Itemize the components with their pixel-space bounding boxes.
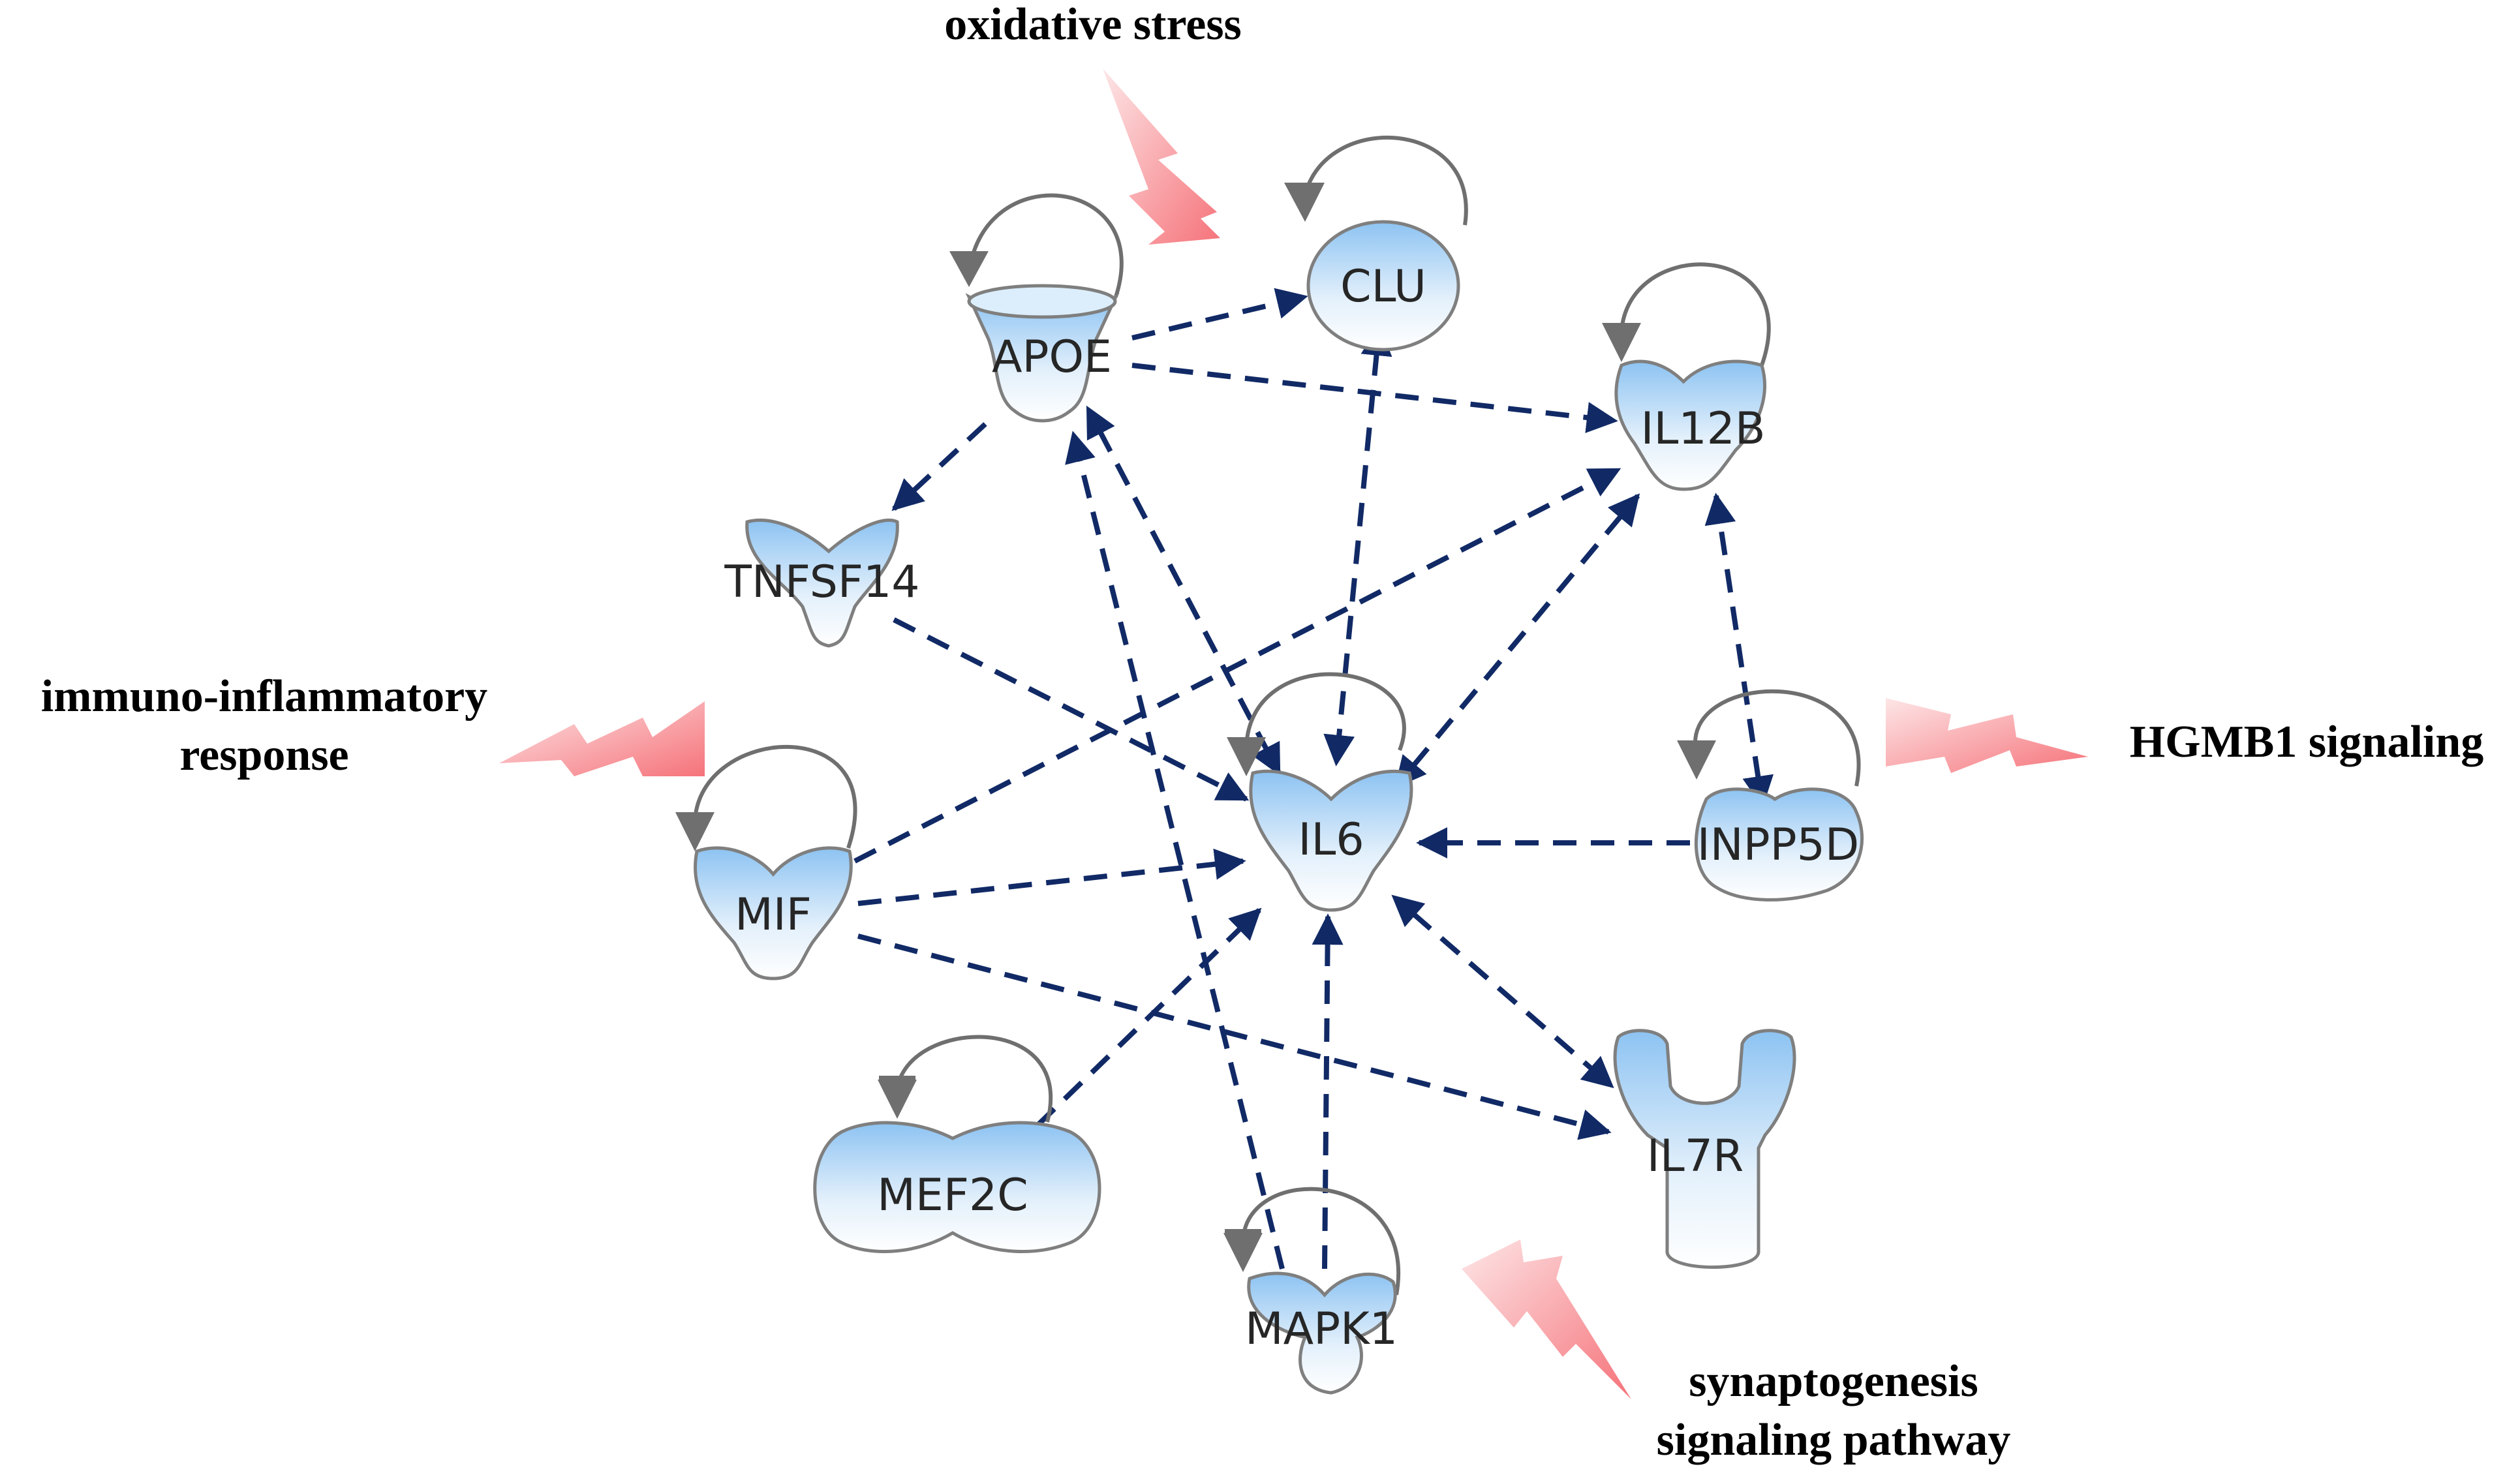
- edge-mapk1-il6: [1312, 913, 1344, 1269]
- self-loop-mef2c: [878, 1035, 1053, 1123]
- annotation-immuno-inflammatory-line2: response: [179, 730, 348, 780]
- node-tnfsf14[interactable]: TNFSF14: [724, 518, 920, 648]
- node-apoe[interactable]: APOE: [965, 284, 1120, 423]
- lightning-icon-oxidative-stress: [1103, 68, 1220, 245]
- node-label-apoe: APOE: [992, 331, 1112, 383]
- node-mif[interactable]: MIF: [694, 846, 853, 980]
- self-loop-mif: [675, 745, 857, 851]
- node-label-mef2c: MEF2C: [877, 1170, 1028, 1221]
- annotation-hgmb1-signaling: HGMB1 signaling: [2130, 717, 2484, 767]
- node-label-il6: IL6: [1298, 814, 1364, 866]
- edge-il6-il12b: [1394, 493, 1640, 789]
- annotation-synaptogenesis-line2: signaling pathway: [1657, 1415, 2011, 1465]
- annotation-synaptogenesis-line1: synaptogenesis: [1689, 1356, 1978, 1406]
- node-label-mapk1: MAPK1: [1245, 1303, 1398, 1355]
- lightning-icon-immuno-inflammatory: [499, 701, 705, 776]
- edge-mapk1-apoe: [1065, 431, 1285, 1269]
- node-il6[interactable]: IL6: [1249, 769, 1413, 912]
- edge-clu-il6: [1323, 324, 1392, 767]
- edge-apoe-clu: [1131, 288, 1308, 341]
- edge-mif-il12b: [853, 467, 1621, 864]
- lightning-icon-hgmb1: [1886, 698, 2088, 773]
- edge-apoe-il6: [1086, 405, 1282, 776]
- self-loop-mapk1: [1223, 1187, 1400, 1296]
- self-loop-il6: [1227, 672, 1406, 776]
- edge-apoe-tnfsf14: [891, 422, 987, 511]
- node-inpp5d[interactable]: INPP5D: [1694, 787, 1864, 902]
- node-label-il7r: IL7R: [1647, 1131, 1744, 1182]
- edge-tnfsf14-il6: [893, 617, 1250, 802]
- self-loop-clu: [1284, 135, 1468, 226]
- node-il12b[interactable]: IL12B: [1614, 359, 1766, 491]
- self-loop-il12b: [1602, 262, 1771, 366]
- annotation-immuno-inflammatory-line1: immuno-inflammatory: [41, 671, 487, 721]
- self-loop-inpp5d: [1677, 689, 1861, 787]
- annotation-oxidative-stress: oxidative stress: [944, 0, 1242, 50]
- edge-mif-il7r: [857, 934, 1612, 1140]
- node-mapk1[interactable]: MAPK1: [1245, 1271, 1398, 1395]
- node-mef2c[interactable]: MEF2C: [813, 1121, 1101, 1254]
- node-label-inpp5d: INPP5D: [1697, 819, 1860, 871]
- edge-mef2c-il6: [1036, 907, 1262, 1127]
- node-label-il12b: IL12B: [1640, 403, 1765, 455]
- node-label-tnfsf14: TNFSF14: [724, 556, 919, 608]
- node-il7r[interactable]: IL7R: [1613, 1029, 1796, 1269]
- self-loop-apoe: [949, 193, 1124, 297]
- node-label-mif: MIF: [735, 889, 812, 941]
- edge-inpp5d-il12b: [1704, 493, 1774, 808]
- edge-il6-il7r: [1391, 894, 1614, 1089]
- edge-mif-il6: [857, 848, 1246, 906]
- lightning-icon-synaptogenesis: [1462, 1239, 1631, 1399]
- node-label-clu: CLU: [1340, 261, 1426, 312]
- node-clu[interactable]: CLU: [1306, 220, 1460, 352]
